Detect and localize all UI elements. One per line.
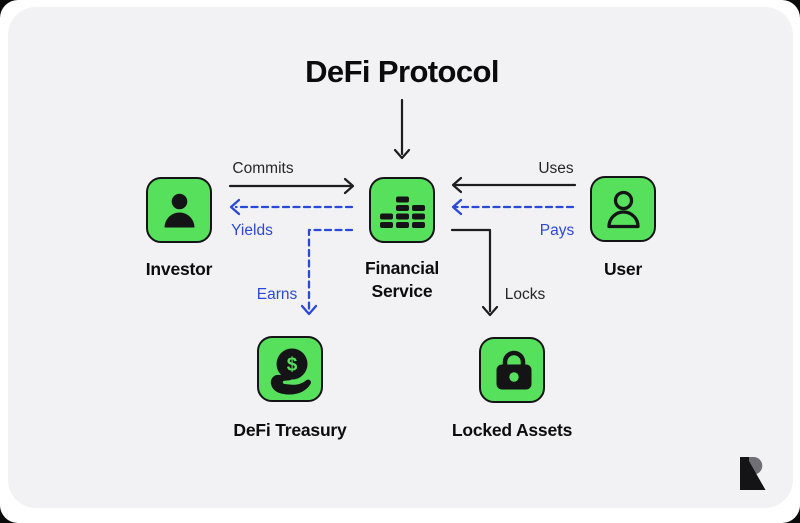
yields-arrow: [229, 198, 354, 216]
edge-label-locks: Locks: [504, 286, 546, 303]
locks-arrow: [450, 228, 499, 317]
svg-text:$: $: [286, 354, 297, 375]
node-label-investor: Investor: [145, 259, 213, 279]
edge-label-earns: Earns: [256, 286, 298, 303]
node-label-defi-treasury: DeFi Treasury: [233, 420, 347, 440]
pays-arrow: [451, 198, 575, 216]
protocol-arrow: [393, 98, 411, 160]
padlock-icon: [496, 350, 531, 389]
node-defi-treasury: $: [257, 336, 323, 402]
diagram-card: [8, 7, 793, 508]
person-filled-icon: [164, 193, 194, 227]
node-user: [590, 176, 656, 242]
node-label-user: User: [603, 259, 643, 279]
diagram-title: DeFi Protocol: [305, 54, 499, 89]
hand-holding-dollar-icon: $: [270, 348, 311, 394]
edge-label-commits: Commits: [232, 160, 294, 177]
uses-arrow: [451, 176, 577, 194]
edge-label-pays: Pays: [539, 222, 575, 239]
node-label-locked-assets: Locked Assets: [451, 420, 573, 440]
edge-label-uses: Uses: [538, 160, 574, 177]
edge-label-yields: Yields: [231, 222, 273, 239]
brand-logo-icon: [740, 457, 766, 490]
node-investor: [146, 177, 212, 243]
node-financial-service: [369, 177, 435, 243]
node-locked-assets: [479, 337, 545, 403]
equalizer-icon: [379, 196, 425, 228]
person-outline-icon: [606, 190, 640, 228]
earns-arrow: [300, 228, 354, 316]
node-label-financial-service: Financial Service: [364, 258, 440, 301]
commits-arrow: [228, 177, 355, 195]
